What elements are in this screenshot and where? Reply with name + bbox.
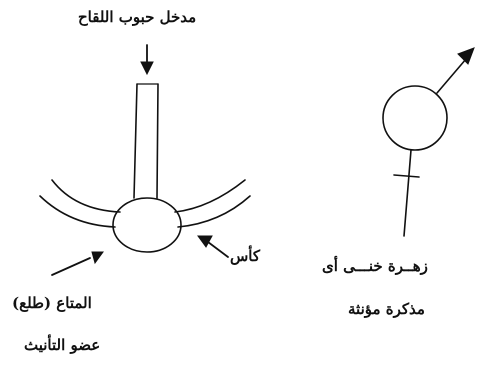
style-tube — [134, 84, 158, 198]
calyx-curves — [40, 180, 250, 227]
calyx-arrow — [198, 236, 228, 257]
hermaphrodite-symbol-circle — [383, 86, 447, 150]
hermaphrodite-label: زهــرة خنـــى أى — [322, 257, 428, 275]
pistil-label: المتاع (طلع) — [12, 294, 92, 312]
hermaphrodite-sub-label: مذكرة مؤنثة — [348, 300, 425, 318]
calyx-label: كأس — [230, 247, 260, 265]
ovary-circle — [113, 198, 181, 252]
pistil-arrow — [52, 252, 103, 275]
pistil-organ-label: عضو التأنيث — [24, 336, 100, 354]
pollen-entrance-arrow — [141, 45, 153, 74]
female-stem — [404, 150, 411, 236]
female-crossbar — [394, 175, 419, 177]
pollen-entrance-label: مدخل حبوب اللقاح — [78, 8, 196, 26]
male-arrowhead — [458, 48, 474, 64]
